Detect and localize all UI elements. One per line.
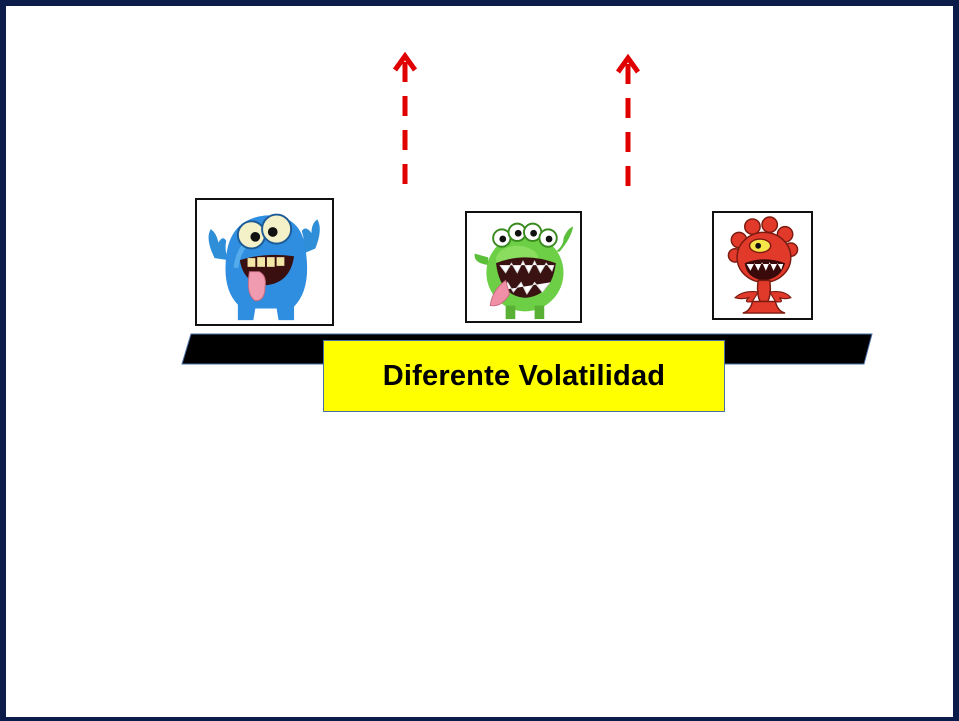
red-monster-frame [712, 211, 813, 320]
green-monster-icon [474, 222, 574, 320]
dashed-up-arrow-icon [392, 51, 418, 190]
red-monster-icon [727, 216, 799, 314]
blue-monster-icon [208, 213, 320, 321]
green-monster-frame [465, 211, 582, 323]
volatility-label-box: Diferente Volatilidad [323, 340, 725, 412]
volatility-label: Diferente Volatilidad [382, 359, 666, 392]
dashed-up-arrow-icon [615, 53, 641, 192]
blue-monster-frame [195, 198, 334, 326]
